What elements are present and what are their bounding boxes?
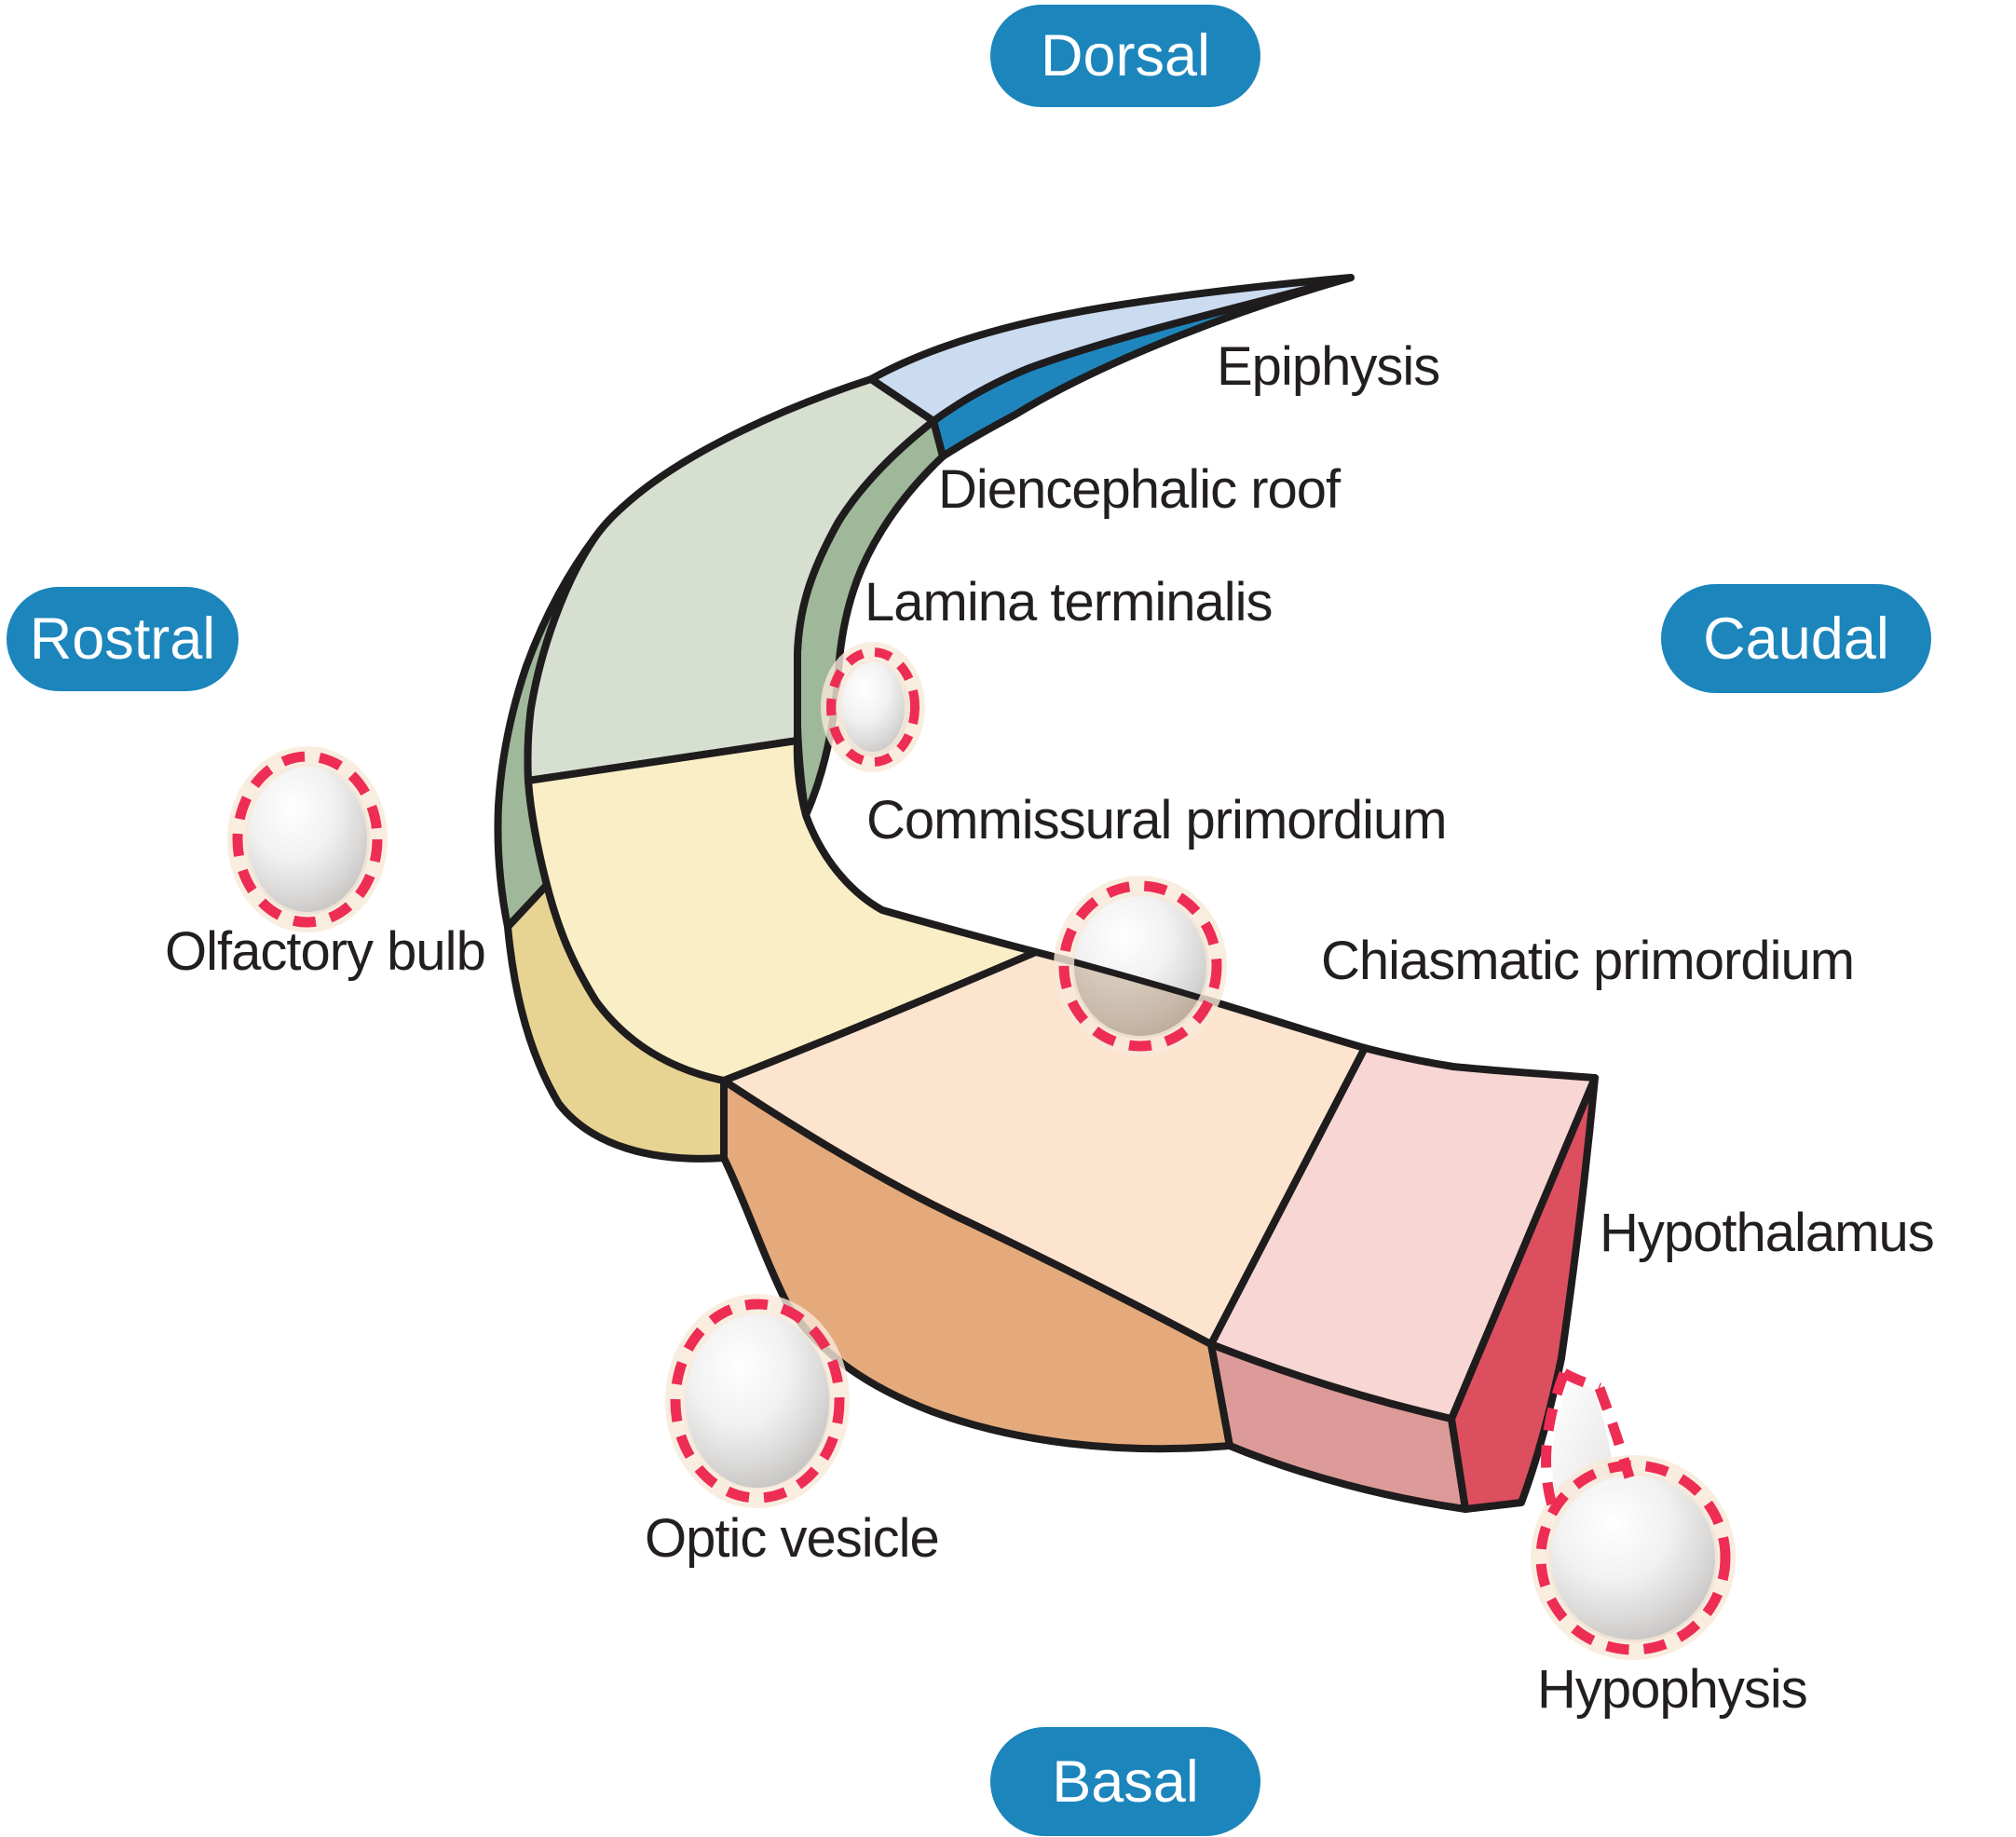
hypophysis-dashed-outline <box>1535 1460 1731 1655</box>
label-lamina-terminalis: Lamina terminalis <box>865 572 1274 633</box>
commissural-primordium-band-shadow <box>1071 948 1209 1039</box>
commissural-primordium-sphere <box>1071 893 1209 1039</box>
band-hypothalamus-end-face <box>1448 1074 1599 1513</box>
badge-rostral: Rostral <box>7 587 238 691</box>
badge-dorsal-label: Dorsal <box>1040 23 1211 88</box>
label-hypophysis: Hypophysis <box>1537 1659 1808 1720</box>
label-hypothalamus: Hypothalamus <box>1600 1203 1935 1263</box>
band-segment-peach-top <box>720 948 1369 1348</box>
commissural-primordium-vesicle <box>1035 876 1269 1056</box>
olfactory-bulb-vesicle <box>227 746 388 932</box>
badge-basal-label: Basal <box>1052 1749 1199 1815</box>
lamina-terminalis-sphere <box>837 660 909 756</box>
label-optic-vesicle: Optic vesicle <box>645 1508 940 1569</box>
optic-vesicle-dashed-outline <box>670 1299 845 1504</box>
hypophysis-stalk-dashed-right <box>1594 1386 1635 1479</box>
olfactory-bulb-sphere <box>245 764 370 915</box>
lamina-terminalis-vesicle <box>821 642 925 772</box>
badge-caudal: Caudal <box>1661 584 1931 693</box>
label-diencephalic-roof: Diencephalic roof <box>938 459 1341 520</box>
badge-rostral-label: Rostral <box>29 606 216 672</box>
label-commissural-primordium: Commissural primordium <box>866 790 1448 850</box>
commissural-primordium-dashed-outline <box>1058 880 1222 1052</box>
badge-dorsal: Dorsal <box>990 5 1260 107</box>
hypophysis-stalk-dashed-left <box>1541 1371 1570 1507</box>
optic-vesicle-marker <box>665 1294 850 1508</box>
hypophysis-stalk-dashed-top <box>1561 1368 1601 1394</box>
band-segment-roof-top <box>524 375 937 784</box>
lamina-terminalis-dashed-outline <box>826 647 919 767</box>
badge-basal: Basal <box>990 1727 1260 1836</box>
badge-caudal-label: Caudal <box>1703 606 1889 672</box>
hypophysis-marker <box>1531 1368 1736 1660</box>
band-segment-pink-top <box>1207 1044 1599 1422</box>
label-epiphysis: Epiphysis <box>1217 336 1440 397</box>
olfactory-bulb-dashed-outline <box>232 751 383 928</box>
band-segment-epiphysis-top <box>867 274 1355 425</box>
hypophysis-sphere <box>1548 1473 1718 1642</box>
label-olfactory-bulb: Olfactory bulb <box>165 921 486 982</box>
optic-vesicle-sphere <box>684 1313 831 1489</box>
label-chiasmatic-primordium: Chiasmatic primordium <box>1321 931 1855 991</box>
